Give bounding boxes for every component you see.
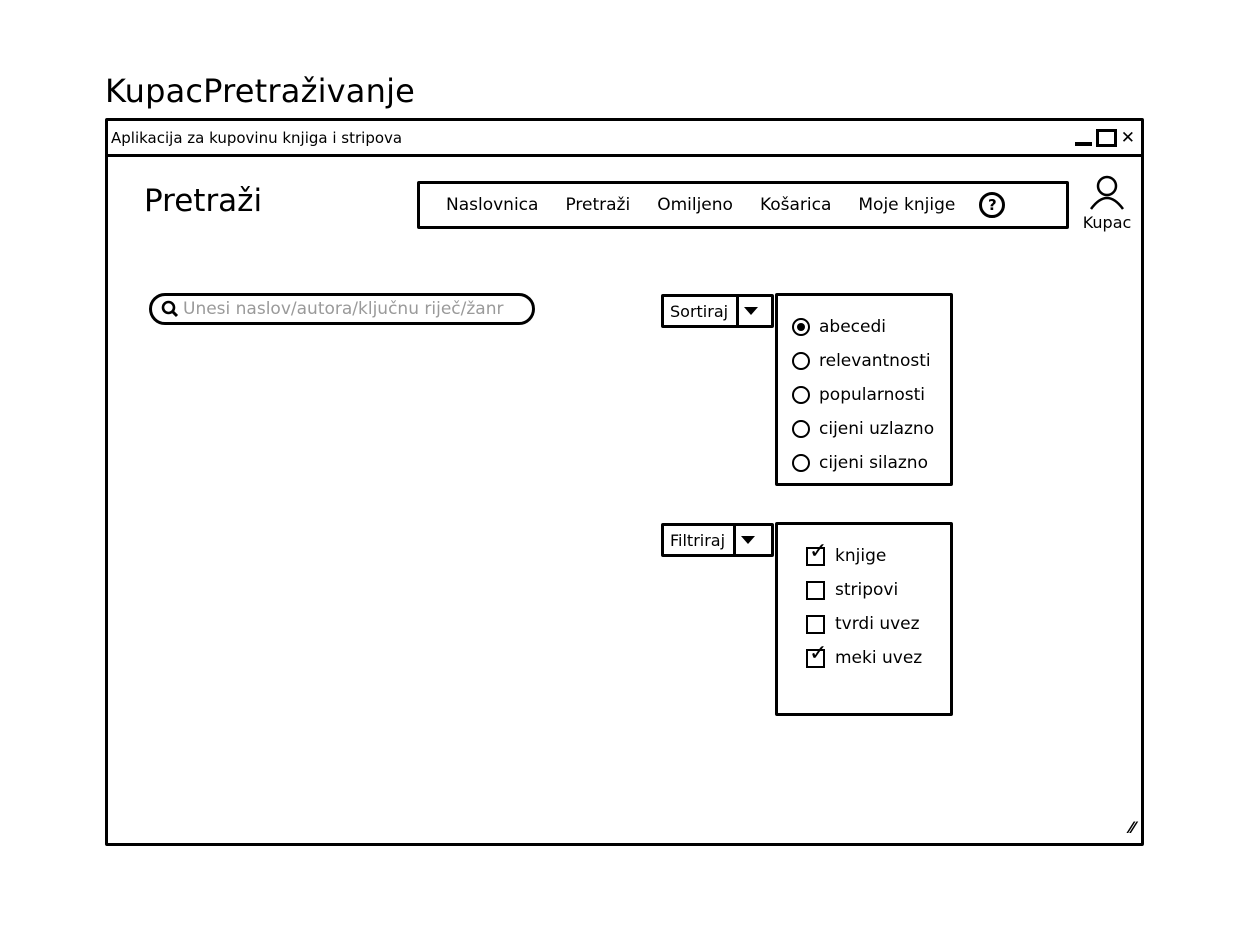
app-window: Aplikacija za kupovinu knjiga i stripova… xyxy=(105,118,1144,846)
chevron-down-icon[interactable] xyxy=(736,297,763,325)
filter-option-knjige[interactable]: ✓knjige xyxy=(806,539,950,573)
search-icon xyxy=(161,300,179,318)
user-label: Kupac xyxy=(1082,213,1132,232)
checkbox-icon[interactable] xyxy=(806,614,825,634)
filter-option-tvrdi-uvez[interactable]: tvrdi uvez xyxy=(806,607,950,641)
nav-item-naslovnica[interactable]: Naslovnica xyxy=(446,195,539,215)
user-icon xyxy=(1089,175,1125,210)
filter-dropdown-label: Filtriraj xyxy=(670,530,726,550)
sort-option-popularnosti[interactable]: popularnosti xyxy=(792,378,950,412)
checkbox-checked-icon[interactable]: ✓ xyxy=(806,642,827,668)
filter-option-meki-uvez[interactable]: ✓meki uvez xyxy=(806,641,950,675)
sort-dropdown-label: Sortiraj xyxy=(670,301,729,321)
search-box[interactable] xyxy=(149,293,535,325)
nav-item-moje-knjige[interactable]: Moje knjige xyxy=(858,195,956,215)
radio-icon[interactable] xyxy=(792,352,810,370)
window-title: Aplikacija za kupovinu knjiga i stripova xyxy=(111,129,403,147)
filter-option-stripovi[interactable]: stripovi xyxy=(806,573,950,607)
filter-options-panel: ✓knjige stripovi tvrdi uvez ✓meki uvez xyxy=(775,522,953,716)
minimize-icon[interactable] xyxy=(1074,142,1092,146)
radio-icon[interactable] xyxy=(792,386,810,404)
radio-selected-icon[interactable] xyxy=(792,318,810,336)
nav-item-omiljeno[interactable]: Omiljeno xyxy=(657,195,733,215)
window-titlebar: Aplikacija za kupovinu knjiga i stripova… xyxy=(108,121,1141,157)
sort-options-panel: abecedi relevantnosti popularnosti cijen… xyxy=(775,293,953,486)
resize-handle-icon[interactable]: ⁄⁄ xyxy=(1129,818,1135,837)
nav-item-kosarica[interactable]: Košarica xyxy=(759,195,832,215)
sort-option-abecedi[interactable]: abecedi xyxy=(792,310,950,344)
radio-icon[interactable] xyxy=(792,420,810,438)
sort-option-relevantnosti[interactable]: relevantnosti xyxy=(792,344,950,378)
sort-dropdown[interactable]: Sortiraj xyxy=(661,294,774,328)
page-title: KupacPretraživanje xyxy=(105,72,416,110)
checkbox-icon[interactable] xyxy=(806,580,825,600)
window-controls: ✕ xyxy=(1074,127,1135,148)
checkbox-checked-icon[interactable]: ✓ xyxy=(806,540,827,566)
user-menu[interactable]: Kupac xyxy=(1075,175,1139,232)
content-heading: Pretraži xyxy=(144,183,263,219)
sort-option-cijeni-uzlazno[interactable]: cijeni uzlazno xyxy=(792,412,950,446)
nav-item-pretrazi[interactable]: Pretraži xyxy=(565,195,631,215)
maximize-icon[interactable] xyxy=(1095,129,1117,147)
close-icon[interactable]: ✕ xyxy=(1120,127,1135,148)
main-navbar: Naslovnica Pretraži Omiljeno Košarica Mo… xyxy=(417,181,1069,229)
radio-icon[interactable] xyxy=(792,454,810,472)
question-icon[interactable]: ? xyxy=(979,192,1006,218)
chevron-down-icon[interactable] xyxy=(733,526,760,554)
filter-dropdown[interactable]: Filtriraj xyxy=(661,523,774,557)
search-input[interactable] xyxy=(183,299,532,319)
sort-option-cijeni-silazno[interactable]: cijeni silazno xyxy=(792,446,950,480)
